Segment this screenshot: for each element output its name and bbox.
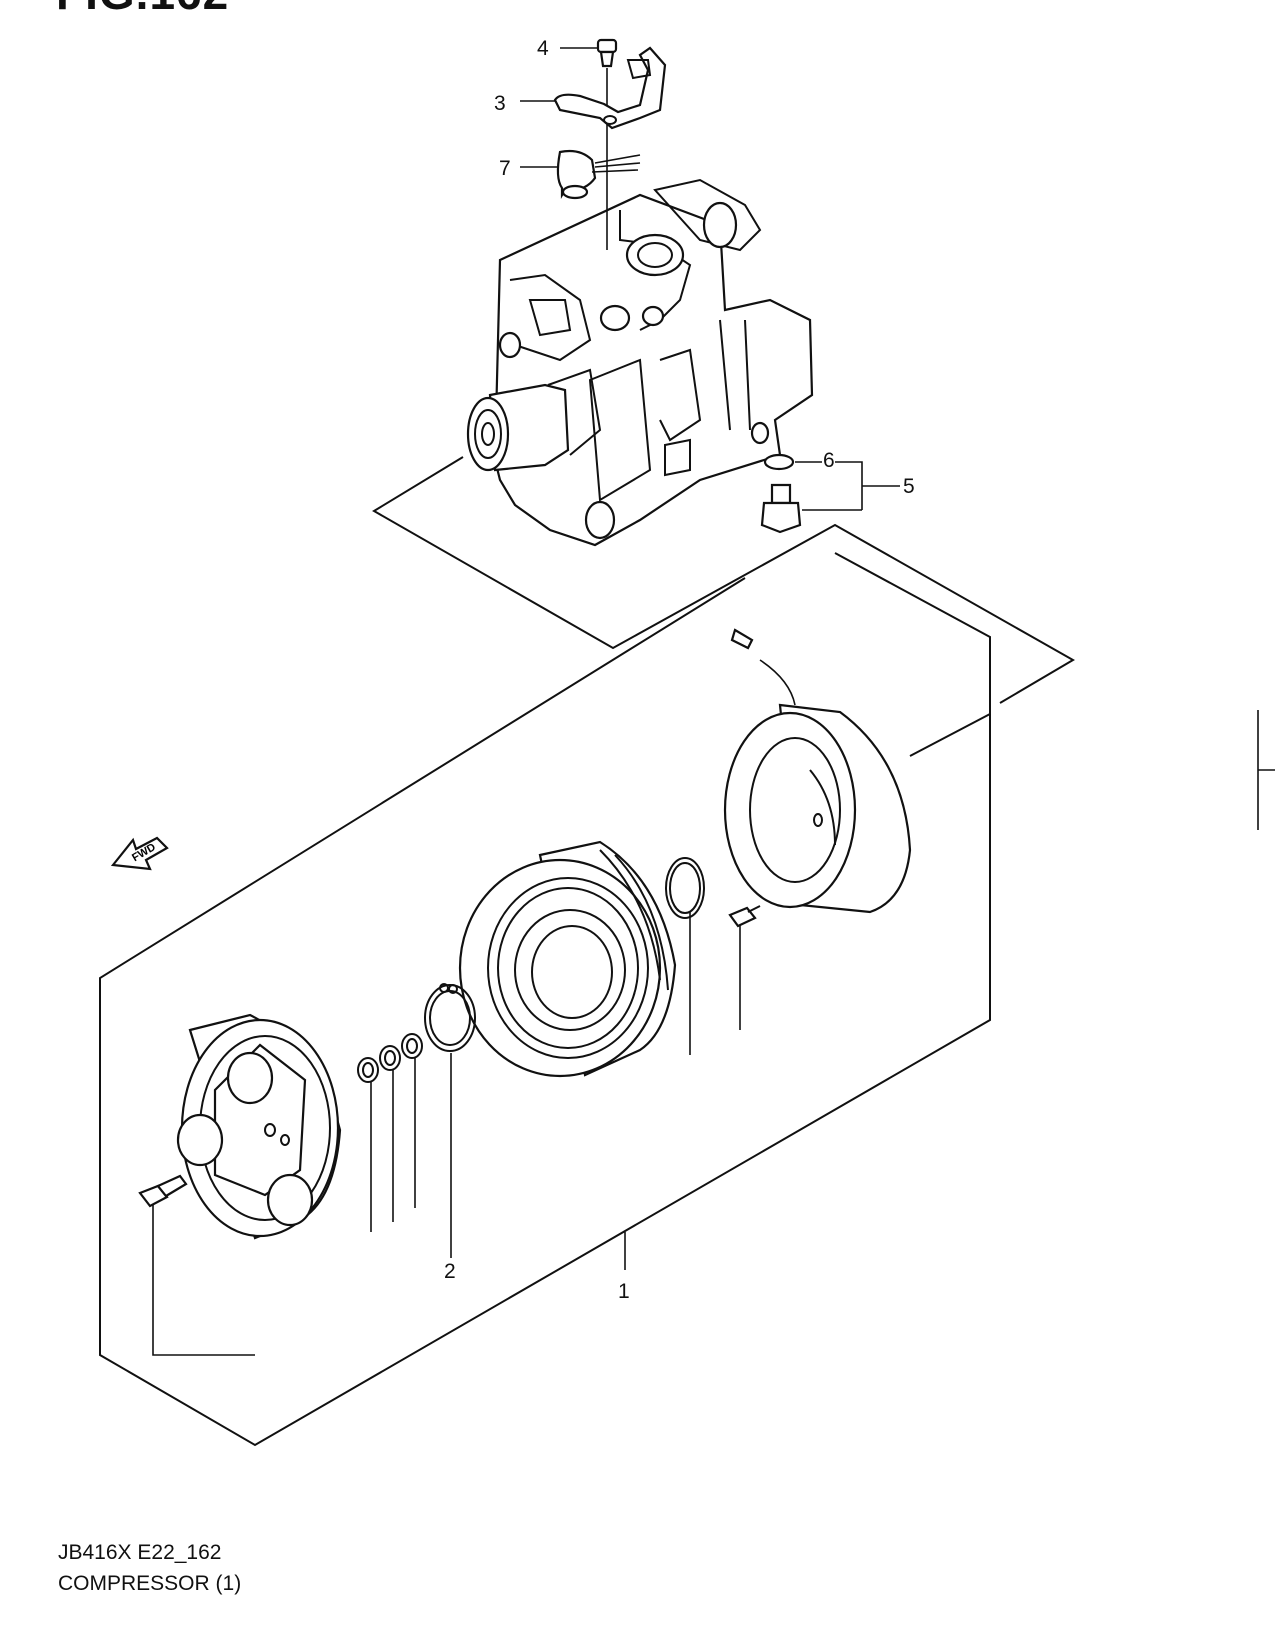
callout-3: 3 xyxy=(494,92,506,115)
callout-7: 7 xyxy=(499,157,511,180)
bracket-part-3 xyxy=(520,46,667,130)
compressor-boundary-line xyxy=(372,456,1075,704)
figure-title: FIG.162 xyxy=(56,0,229,20)
sensor-part-7 xyxy=(520,149,641,200)
callout-4: 4 xyxy=(537,37,549,60)
valve-part-5 xyxy=(760,461,900,534)
clutch-set-boundary xyxy=(99,552,991,1447)
callout-2: 2 xyxy=(444,1260,456,1283)
bolt-front xyxy=(138,1174,255,1356)
pulley xyxy=(458,840,677,1078)
diagram-code: JB416X E22_162 xyxy=(58,1541,222,1564)
pressure-plate xyxy=(176,1013,342,1240)
callout-6: 6 xyxy=(823,449,835,472)
compressor-body xyxy=(466,178,814,547)
bolt-part-4 xyxy=(560,38,618,250)
callout-1: 1 xyxy=(618,1280,630,1303)
fwd-arrow-icon: FWD xyxy=(110,836,169,871)
shim-set xyxy=(357,1033,423,1232)
oring-part-6 xyxy=(763,453,822,471)
screw-small xyxy=(728,905,761,1030)
field-coil xyxy=(723,628,912,914)
snap-ring-large xyxy=(665,857,705,1055)
snap-ring-part-2 xyxy=(424,983,476,1240)
diagram-name: COMPRESSOR (1) xyxy=(58,1572,242,1595)
callout-5: 5 xyxy=(903,475,915,498)
